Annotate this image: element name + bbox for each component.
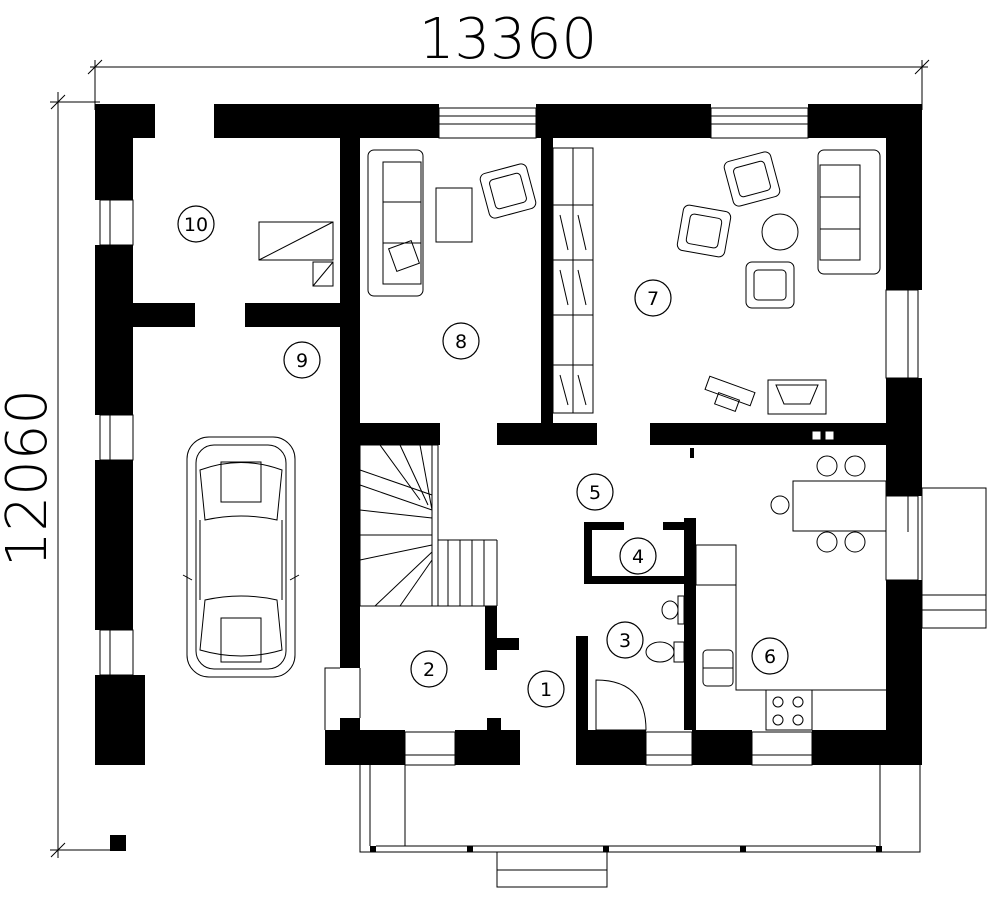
room-7-label: 7	[634, 279, 672, 317]
boiler-fixtures	[258, 221, 355, 287]
svg-text:1: 1	[540, 679, 552, 701]
svg-text:2: 2	[423, 659, 435, 681]
bathroom-fixtures	[595, 595, 685, 731]
windows	[99, 107, 919, 766]
svg-text:5: 5	[589, 482, 601, 504]
svg-text:3: 3	[619, 630, 631, 652]
svg-text:7: 7	[647, 288, 659, 310]
svg-text:9: 9	[296, 350, 308, 372]
room-8-label: 8	[442, 322, 480, 360]
width-dimension-label: 13360	[419, 7, 597, 72]
room-4-label: 4	[619, 537, 657, 575]
room-1-label: 1	[527, 670, 565, 708]
side-steps	[921, 487, 987, 629]
wardrobe	[552, 147, 594, 414]
room-7-furniture	[676, 149, 881, 441]
room-2-label: 2	[410, 650, 448, 688]
svg-text:6: 6	[764, 646, 776, 668]
svg-text:8: 8	[455, 331, 467, 353]
room-labels: 1 2 3 4 5 6 7 8	[177, 205, 789, 708]
height-dimension-label: 12060	[0, 389, 60, 567]
car-icon	[182, 436, 300, 678]
room-8-furniture	[367, 149, 537, 297]
svg-text:4: 4	[632, 546, 644, 568]
width-dimension: 13360	[87, 7, 930, 110]
room-9-label: 9	[283, 341, 321, 379]
room-6-label: 6	[751, 637, 789, 675]
staircase	[359, 444, 498, 607]
svg-text:10: 10	[184, 214, 208, 236]
kitchen-fixtures	[695, 455, 887, 731]
room-3-label: 3	[606, 621, 644, 659]
entrance-niche	[324, 667, 361, 730]
room-10-label: 10	[177, 205, 215, 243]
walls	[95, 104, 922, 852]
front-porch	[359, 765, 921, 888]
height-dimension: 12060	[0, 92, 110, 858]
room-5-label: 5	[576, 473, 614, 511]
